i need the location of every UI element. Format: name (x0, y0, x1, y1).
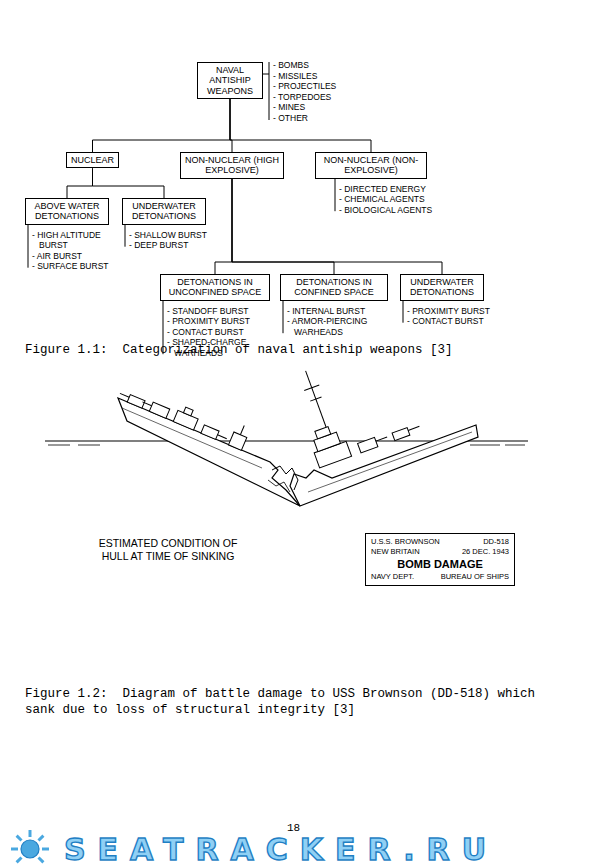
block-text: 26 DEC. 1943 (462, 547, 509, 557)
tree-connector (215, 179, 232, 274)
list-item: - SHALLOW BURST (129, 230, 207, 241)
box-label: NON-NUCLEAR (NON-EXPLOSIVE) (320, 155, 422, 176)
list-bracket (283, 301, 284, 334)
watermark: SEATRACKER.RU (64, 833, 498, 867)
figure-caption: Figure 1.2: Diagram of battle damage to … (25, 686, 570, 718)
category-box: UNDERWATER DETONATIONS (122, 198, 206, 225)
list-bracket (263, 74, 269, 75)
list-item: - PROJECTILES (273, 81, 338, 92)
box-label: DETONATIONS IN CONFINED SPACE (285, 277, 383, 298)
list-bracket (269, 62, 270, 120)
illustration-note: ESTIMATED CONDITION OF HULL AT TIME OF S… (98, 537, 238, 563)
title-block: U.S.S. BROWNSON DD-518NEW BRITAIN 26 DEC. … (365, 533, 515, 586)
stern-guns (118, 376, 251, 450)
box-label: NON-NUCLEAR (HIGH EXPLOSIVE) (185, 155, 279, 176)
list-item: - BOMBS (273, 60, 338, 71)
subtype-list: - BOMBS- MISSILES- PROJECTILES- TORPEDOE… (273, 60, 338, 123)
list-item: - DIRECTED ENERGY (339, 184, 432, 195)
tree-connector (93, 99, 230, 152)
block-text: NAVY DEPT. (371, 572, 414, 582)
category-box: NAVAL ANTISHIP WEAPONS (197, 62, 263, 99)
box-label: NAVAL ANTISHIP WEAPONS (202, 65, 258, 96)
list-bracket (335, 179, 336, 212)
subtype-list: - DIRECTED ENERGY- CHEMICAL AGENTS- BIOL… (339, 184, 432, 216)
subtype-list: - INTERNAL BURST- ARMOR-PIERCING WARHEAD… (287, 306, 397, 338)
list-item: - TORPEDOES (273, 92, 338, 103)
list-item: - DEEP BURST (129, 240, 207, 251)
list-item: - PROXIMITY BURST (167, 316, 277, 327)
list-item: - INTERNAL BURST (287, 306, 397, 317)
list-item: - MISSILES (273, 71, 338, 82)
list-item: - MINES (273, 102, 338, 113)
ship-hull (45, 398, 528, 506)
subtype-list: - HIGH ALTITUDE BURST- AIR BURST- SURFAC… (32, 230, 122, 272)
block-text: BUREAU OF SHIPS (441, 572, 509, 582)
tree-connector (232, 179, 334, 274)
list-bracket (125, 225, 126, 247)
list-item: - HIGH ALTITUDE BURST (32, 230, 122, 251)
tree-connector (230, 99, 371, 152)
box-label: DETONATIONS IN UNCONFINED SPACE (165, 277, 265, 298)
category-box: UNDERWATER DETONATIONS (400, 274, 484, 301)
title-block-row: U.S.S. BROWNSON DD-518 (371, 537, 509, 547)
tree-connector (67, 168, 93, 198)
list-item: - BIOLOGICAL AGENTS (339, 205, 432, 216)
list-item: - CONTACT BURST (407, 316, 490, 327)
box-label: ABOVE WATER DETONATIONS (30, 201, 104, 222)
watermark-logo (11, 830, 49, 862)
list-bracket (403, 301, 404, 323)
list-item: - PROXIMITY BURST (407, 306, 490, 317)
tree-connector (93, 168, 164, 198)
bow-superstructure (287, 341, 421, 468)
category-box: NON-NUCLEAR (NON-EXPLOSIVE) (315, 152, 427, 179)
list-item: - ARMOR-PIERCING WARHEADS (287, 316, 397, 337)
block-text: NEW BRITAIN (371, 547, 420, 557)
tree-connector (232, 179, 442, 274)
subtype-list: - SHALLOW BURST- DEEP BURST (129, 230, 207, 251)
category-box: NUCLEAR (66, 152, 119, 168)
list-item: - CHEMICAL AGENTS (339, 194, 432, 205)
list-bracket (28, 225, 29, 268)
box-label: UNDERWATER DETONATIONS (405, 277, 479, 298)
title-block-row: NAVY DEPT. BUREAU OF SHIPS (371, 572, 509, 582)
list-item: - SURFACE BURST (32, 261, 122, 272)
list-item: - CONTACT BURST (167, 327, 277, 338)
list-item: - OTHER (273, 113, 338, 124)
category-box: NON-NUCLEAR (HIGH EXPLOSIVE) (180, 152, 284, 179)
title-block-row: NEW BRITAIN 26 DEC. 1943 (371, 547, 509, 557)
figure-caption: Figure 1.1: Categorization of naval anti… (25, 343, 453, 358)
box-label: UNDERWATER DETONATIONS (127, 201, 201, 222)
subtype-list: - PROXIMITY BURST- CONTACT BURST (407, 306, 490, 327)
block-heading: BOMB DAMAGE (397, 557, 483, 572)
category-box: ABOVE WATER DETONATIONS (25, 198, 109, 225)
list-item: - AIR BURST (32, 251, 122, 262)
category-box: DETONATIONS IN CONFINED SPACE (280, 274, 388, 301)
box-label: NUCLEAR (71, 155, 114, 165)
category-box: DETONATIONS IN UNCONFINED SPACE (160, 274, 270, 301)
title-block-row: BOMB DAMAGE (371, 557, 509, 572)
block-text: U.S.S. BROWNSON (371, 537, 440, 547)
list-item: - STANDOFF BURST (167, 306, 277, 317)
block-text: DD-518 (483, 537, 509, 547)
